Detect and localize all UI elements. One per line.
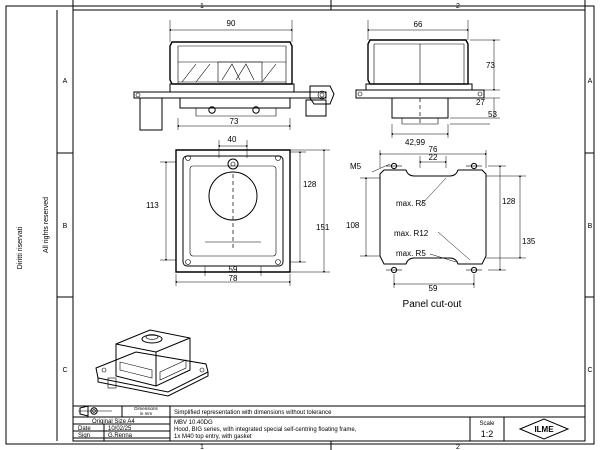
sheet-border — [5, 5, 595, 445]
frame-view — [160, 140, 330, 286]
logo-text: ILME — [534, 425, 554, 434]
sign-label: Sign — [78, 433, 90, 439]
dim-side-4299: 42,99 — [405, 138, 426, 147]
dim-cut-22: 22 — [429, 153, 438, 162]
dim-frame-59: 59 — [229, 265, 238, 274]
rights-text: All rights reserved — [43, 197, 50, 253]
drawing-frame — [72, 9, 586, 442]
symbol-caption-1: Dimensions — [134, 406, 158, 411]
grid-col-2-top: 2 — [456, 3, 460, 10]
original-size: Original Size A4 — [92, 419, 135, 425]
product-code: MBV 10.40DG — [174, 420, 213, 426]
isometric-view — [95, 329, 209, 397]
scale-value: 1:2 — [481, 429, 494, 439]
dim-side-height: 73 — [486, 61, 495, 70]
sign-value: G.Renna — [108, 433, 133, 439]
side-view — [355, 20, 500, 138]
dim-side-27: 27 — [476, 98, 485, 107]
grid-row-a-left: A — [63, 78, 68, 85]
rights-text-it: Diritti riservati — [17, 226, 24, 269]
grid-col-1-top: 1 — [200, 3, 204, 10]
dim-cut-135: 135 — [522, 237, 536, 246]
label-max-r5-bottom: max. R5 — [396, 249, 426, 258]
grid-row-b-right: B — [588, 223, 593, 230]
symbol-caption-2: in mm — [140, 411, 153, 416]
dim-frame-113: 113 — [146, 201, 159, 210]
dim-side-width: 66 — [414, 20, 423, 29]
dim-cut-59: 59 — [429, 284, 438, 293]
grid-row-c-left: C — [62, 367, 67, 374]
dim-frame-151: 151 — [316, 223, 330, 232]
dim-side-53: 53 — [488, 110, 497, 119]
dim-cut-108: 108 — [346, 221, 360, 230]
description-line-1: Hood, BIG series, with integrated specia… — [174, 427, 357, 433]
label-max-r5-top: max. R5 — [396, 199, 426, 208]
dim-front-width: 90 — [227, 19, 236, 28]
dim-cut-128: 128 — [502, 197, 516, 206]
scale-label: Scale — [479, 421, 495, 427]
dim-frame-40: 40 — [228, 135, 237, 144]
panel-cutout-caption: Panel cut-out — [403, 299, 462, 310]
grid-row-c-right: C — [587, 367, 592, 374]
grid-row-a-right: A — [588, 78, 593, 85]
description-line-2: 1x M40 top entry, with gasket — [174, 434, 252, 440]
label-max-r12: max. R12 — [394, 229, 429, 238]
date-label: Date — [78, 426, 91, 432]
panel-cutout-view — [360, 150, 526, 288]
tolerance-note: Simplified representation with dimension… — [174, 410, 332, 416]
dim-cut-76: 76 — [429, 145, 438, 154]
ilme-logo: ILME — [518, 418, 570, 440]
date-value: 10/02/25 — [108, 426, 132, 432]
dim-front-base: 73 — [230, 117, 239, 126]
dim-frame-128: 128 — [303, 180, 317, 189]
dim-frame-78: 78 — [229, 274, 238, 283]
grid-row-b-left: B — [63, 223, 68, 230]
dim-cut-m5: M5 — [350, 162, 362, 171]
grid-col-2-bottom: 2 — [456, 444, 460, 450]
grid-col-1-bottom: 1 — [200, 444, 204, 450]
front-view — [133, 20, 335, 131]
title-block — [73, 405, 585, 441]
